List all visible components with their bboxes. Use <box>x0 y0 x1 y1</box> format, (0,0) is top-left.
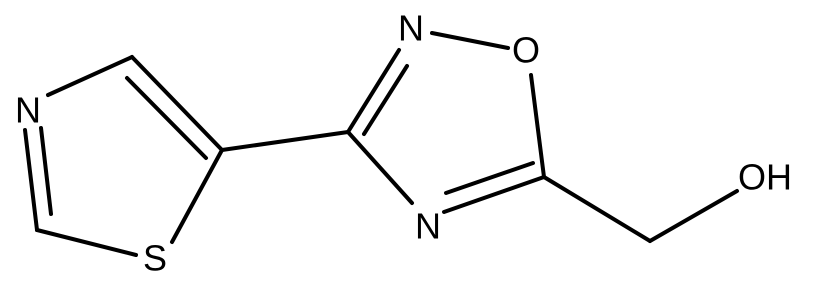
bond-c4-n3-thiazole <box>46 55 134 97</box>
bond-c3-n2-oxadiazole <box>346 48 401 134</box>
bond-c5-n4-oxadiazole <box>442 175 546 214</box>
bond-c5-ch2 <box>542 175 652 243</box>
bond-c3-n2-oxadiazole-inner <box>362 64 409 136</box>
oxadiazole-n4-label: N <box>415 206 441 247</box>
bond-n3-c2-thiazole <box>23 128 39 232</box>
bond-c5-n4-oxadiazole-inner <box>444 161 535 195</box>
bond-c4-c5-thiazole <box>130 55 224 152</box>
bond-n3-c2-thiazole-inner <box>39 126 53 216</box>
bonds <box>23 31 739 257</box>
bond-c4-c5-thiazole-inner <box>125 76 208 160</box>
bond-s1-c5-thiazole <box>170 148 224 244</box>
bond-n4-c3-oxadiazole <box>346 130 414 205</box>
thiazole-nitrogen-label: N <box>15 90 41 131</box>
oxadiazole-n2-label: N <box>398 8 424 49</box>
atom-labels: N S N O N OH <box>15 8 792 279</box>
oxadiazole-o1-label: O <box>512 30 540 71</box>
bond-ch2-oh <box>648 189 739 243</box>
thiazole-sulfur-label: S <box>143 238 167 279</box>
bond-c2-s1-thiazole <box>35 228 138 257</box>
bond-n2-o1-oxadiazole <box>430 31 510 50</box>
bond-thiazole-oxadiazole <box>220 130 350 152</box>
hydroxyl-label: OH <box>738 157 792 198</box>
bond-o1-c5-oxadiazole <box>529 73 546 179</box>
